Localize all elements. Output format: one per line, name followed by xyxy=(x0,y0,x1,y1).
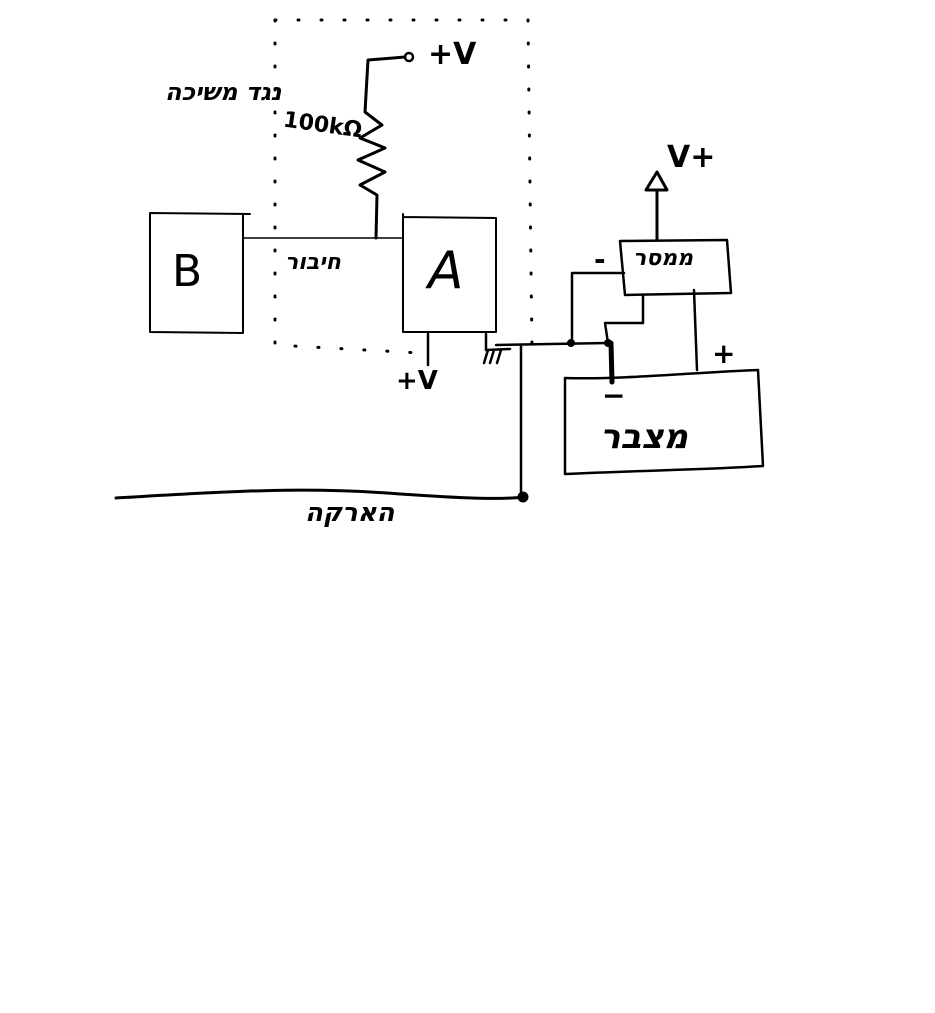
resistor xyxy=(356,55,407,240)
battery-box xyxy=(563,368,765,476)
label-battery-minus: − xyxy=(602,379,626,412)
arrow-up-icon xyxy=(644,170,669,242)
label-battery: מצבר xyxy=(600,417,689,457)
label-pullup-note: נגד משיכה xyxy=(165,78,282,106)
label-ground-wire: הארקה xyxy=(305,498,395,528)
block-b-box xyxy=(149,212,251,334)
wire-main xyxy=(494,341,610,499)
label-block-b: B xyxy=(172,246,203,297)
label-regulator: ממסר xyxy=(633,246,694,271)
label-supply-a: +V xyxy=(396,366,438,396)
terminal-top xyxy=(403,51,415,63)
label-supply-right: V+ xyxy=(667,140,716,175)
block-a-box xyxy=(402,213,497,333)
wire-ground xyxy=(114,488,525,500)
label-battery-plus: + xyxy=(712,337,736,370)
label-regulator-minus: - xyxy=(594,243,606,276)
ground-symbol xyxy=(482,332,512,365)
label-link-note: חיבור xyxy=(285,250,341,275)
dotted-enclosure xyxy=(273,18,534,355)
regulator-box xyxy=(618,238,733,297)
label-block-a: A xyxy=(428,241,464,301)
label-supply-top: +V xyxy=(428,37,477,72)
